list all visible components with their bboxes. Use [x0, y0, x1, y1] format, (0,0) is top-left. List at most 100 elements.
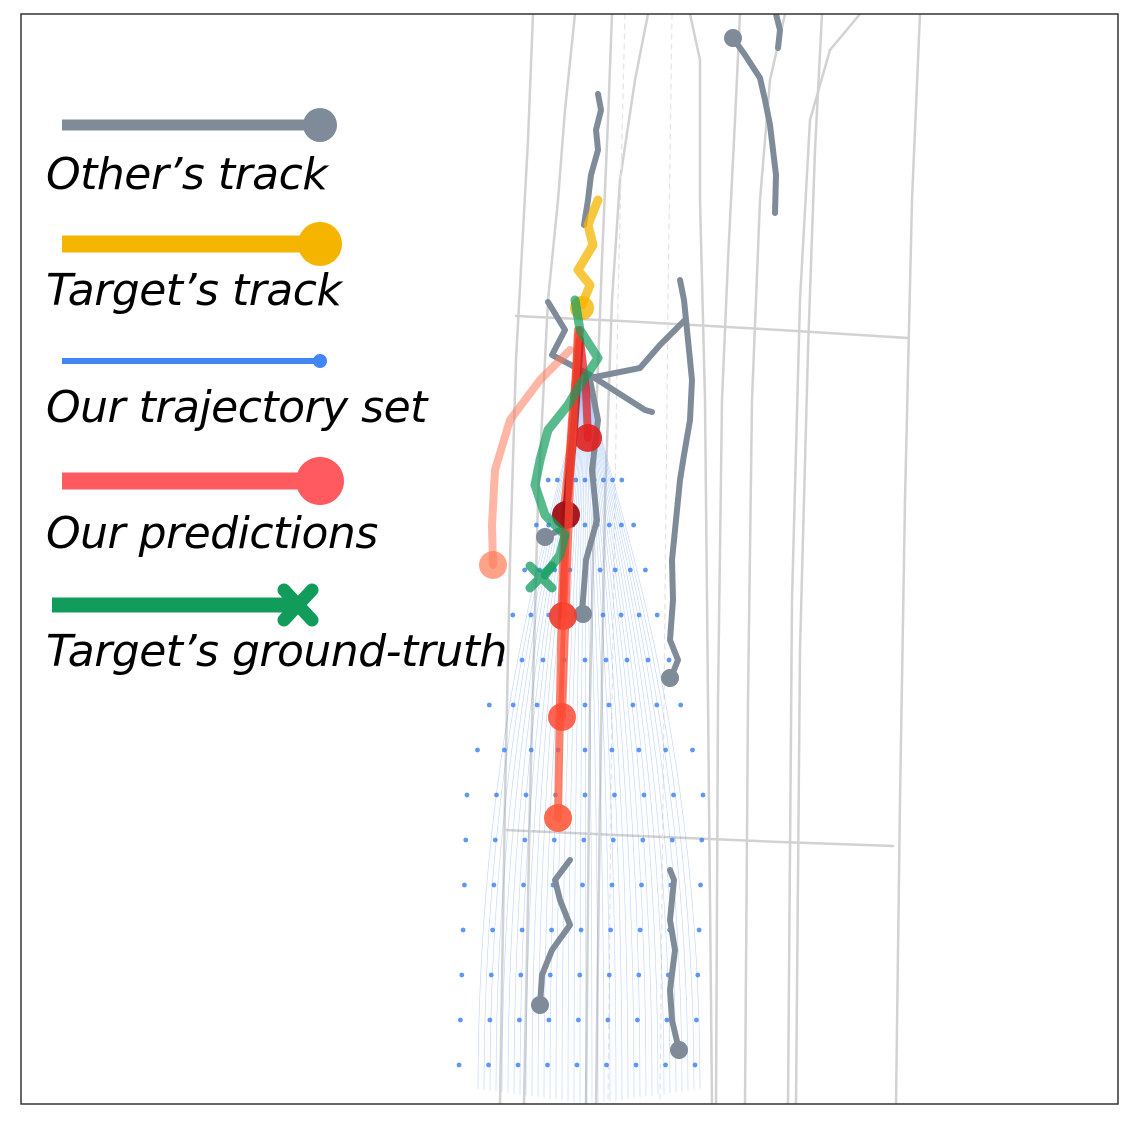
trajectory-dot — [555, 477, 560, 483]
prediction-dot — [479, 551, 507, 579]
others-track-dot — [661, 669, 679, 687]
trajectory-dot — [458, 1017, 463, 1023]
trajectory-dot — [671, 792, 676, 798]
trajectory-dot — [643, 567, 648, 573]
trajectory-dot — [663, 1062, 668, 1068]
trajectory-dot — [654, 612, 660, 618]
trajectory-dot — [580, 882, 585, 888]
trajectory-dot — [546, 1017, 552, 1023]
others-track-dot — [724, 29, 742, 47]
trajectory-dot — [459, 972, 465, 978]
trajectory-dot — [519, 657, 525, 663]
trajectory-dot — [664, 1017, 670, 1023]
others-track-dot — [670, 1041, 688, 1059]
trajectory-dot — [640, 837, 646, 843]
trajectory-dot — [515, 1062, 521, 1068]
lane-marking — [607, 14, 626, 1104]
trajectory-line — [584, 369, 659, 1095]
trajectory-dot — [608, 927, 613, 933]
trajectory-dot — [700, 792, 706, 798]
trajectory-dot — [666, 657, 672, 663]
others-track — [667, 867, 682, 1053]
prediction-line — [488, 346, 574, 569]
trajectory-dot — [609, 747, 615, 753]
lane-marking — [659, 14, 673, 1104]
trajectory-dot — [522, 567, 527, 573]
trajectory-line — [584, 369, 653, 1096]
lane-line — [503, 828, 895, 848]
trajectory-dot — [654, 702, 660, 708]
trajectory-dot — [534, 702, 540, 708]
trajectory-dot — [551, 837, 557, 843]
trajectory-dot — [545, 1062, 550, 1068]
others-track — [667, 277, 695, 683]
legend-icons — [52, 108, 344, 627]
lane-line — [894, 14, 922, 1104]
lane-line — [794, 14, 824, 1104]
trajectory-dot — [522, 837, 528, 843]
trajectory-dot — [612, 792, 617, 798]
prediction-line — [558, 331, 582, 721]
trajectory-dot — [519, 927, 525, 933]
others-track — [545, 299, 655, 415]
trajectory-dot — [639, 882, 644, 888]
trajectory-dot — [475, 747, 480, 753]
trajectory-dot — [490, 927, 495, 933]
trajectory-dot — [549, 927, 554, 933]
trajectory-dot — [606, 522, 612, 528]
trajectory-dot — [627, 567, 633, 573]
trajectory-dot — [582, 702, 588, 708]
ground-truth-line — [530, 295, 603, 580]
lane-line — [594, 14, 650, 1104]
trajectory-dot — [510, 612, 516, 618]
trajectory-dot — [690, 747, 695, 753]
lane-line — [584, 14, 614, 1104]
trajectory-dot — [545, 477, 551, 483]
lane-line — [498, 14, 535, 1104]
trajectory-dot — [573, 477, 579, 483]
trajectory-dot — [669, 837, 675, 843]
trajectory-dot — [603, 657, 609, 663]
trajectory-dot — [692, 1062, 698, 1068]
trajectory-dot — [456, 1062, 462, 1068]
trajectory-dot — [486, 1062, 491, 1068]
trajectory-dot — [518, 972, 524, 978]
trajectory-dot — [635, 1017, 640, 1023]
lane-line — [714, 14, 742, 1104]
lane-line — [786, 14, 862, 1104]
trajectory-dot — [618, 612, 624, 618]
others-track — [537, 857, 573, 1008]
trajectory-line — [584, 369, 665, 1094]
lane-line — [743, 14, 787, 1104]
trajectory-dot — [606, 702, 612, 708]
trajectory-dot — [577, 972, 583, 978]
trajectory-dot — [606, 972, 612, 978]
others-track — [773, 14, 783, 51]
legend-icon-predictions-dot — [296, 457, 344, 505]
trajectory-dot — [619, 522, 624, 528]
trajectory-dot — [597, 567, 603, 573]
trajectory-dot — [581, 837, 587, 843]
ground-truth-cross — [525, 561, 557, 593]
trajectory-dot — [699, 837, 705, 843]
trajectory-line — [567, 369, 586, 1102]
others-track-dot — [531, 996, 549, 1014]
legend-icon-target-track-dot — [298, 222, 342, 266]
trajectory-dot — [694, 1017, 699, 1023]
trajectory-dot — [521, 882, 526, 888]
trajectory-dot — [695, 972, 701, 978]
others-track — [581, 91, 604, 228]
trajectory-dot — [582, 657, 588, 663]
trajectory-dot — [517, 1017, 522, 1023]
lane-line — [688, 14, 714, 1104]
others-track-dot — [574, 605, 592, 623]
trajectory-dot — [574, 1062, 580, 1068]
target-track — [573, 195, 603, 310]
trajectory-dot — [696, 927, 702, 933]
legend-label-others-track: Other’s track — [46, 149, 328, 200]
trajectory-dot — [486, 702, 492, 708]
trajectory-dot — [502, 747, 507, 753]
trajectory-dot — [612, 567, 618, 573]
trajectory-dot — [637, 927, 643, 933]
